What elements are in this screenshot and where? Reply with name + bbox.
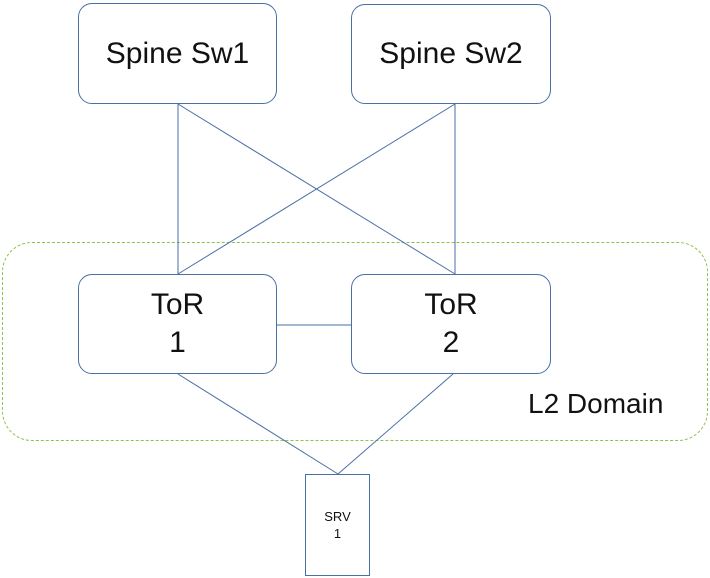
link-tor1-srv1 — [177, 373, 339, 475]
link-tor2-srv1 — [337, 373, 454, 475]
spine-switch-2: Spine Sw2 — [351, 4, 551, 104]
tor-switch-2: ToR 2 — [351, 274, 551, 374]
server-1-number: 1 — [333, 526, 342, 541]
tor-switch-2-number: 2 — [442, 326, 460, 359]
tor-switch-1-number: 1 — [169, 326, 186, 359]
server-1: SRV 1 — [305, 474, 370, 576]
tor-switch-1: ToR 1 — [78, 274, 277, 374]
spine-switch-1-label: Spine Sw1 — [105, 36, 250, 70]
link-spine2-tor1 — [177, 103, 456, 275]
spine-switch-1: Spine Sw1 — [78, 3, 277, 104]
tor-switch-2-label: ToR — [424, 288, 478, 321]
spine-switch-2-label: Spine Sw2 — [379, 37, 523, 70]
server-1-label: SRV — [324, 509, 351, 524]
tor-switch-1-label: ToR — [150, 288, 205, 321]
l2-domain-label: L2 Domain — [528, 388, 664, 419]
l2-domain-boundary — [2, 242, 708, 441]
